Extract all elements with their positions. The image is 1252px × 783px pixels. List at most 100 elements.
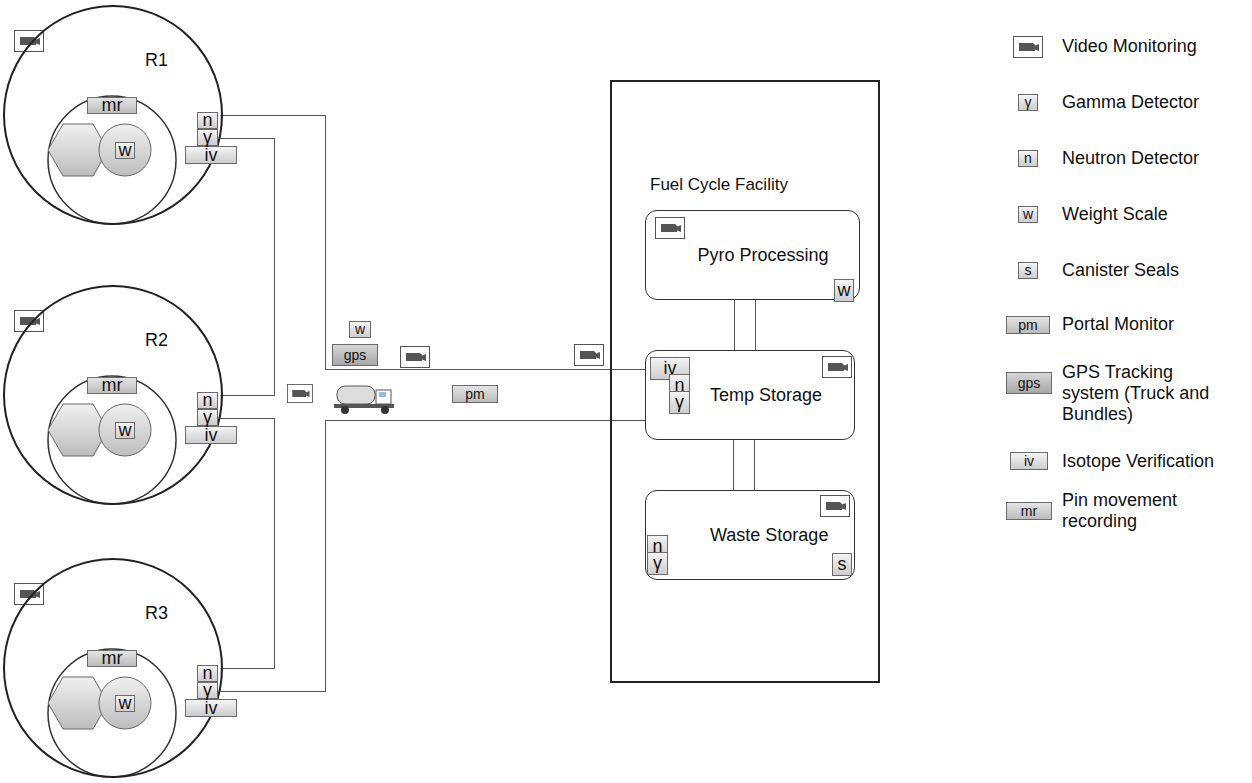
instrument-code: n bbox=[202, 113, 212, 128]
instrument-box: n bbox=[197, 665, 218, 682]
pipe-connector bbox=[745, 300, 746, 350]
pipe-connector bbox=[220, 395, 645, 692]
legend-text: Neutron Detector bbox=[1062, 148, 1232, 169]
reactor-circle: R2 mr w nγ iv bbox=[3, 285, 223, 505]
legend-sample: gps bbox=[1006, 372, 1052, 394]
pipe-interiors bbox=[220, 116, 745, 691]
pipe-walls bbox=[220, 115, 745, 692]
instrument-box: w bbox=[115, 422, 135, 439]
legend-text: Canister Seals bbox=[1062, 260, 1232, 281]
area-label: Temp Storage bbox=[710, 385, 790, 406]
instrument-box: w bbox=[115, 142, 135, 159]
area-label: Fuel Cycle Facility bbox=[650, 175, 788, 195]
circle-outline bbox=[3, 5, 223, 225]
instrument-box: γ bbox=[197, 409, 218, 426]
pipe-wall bbox=[734, 300, 756, 350]
instrument-box: iv bbox=[185, 699, 237, 717]
instrument-box: w bbox=[834, 279, 854, 302]
instrument-code: n bbox=[202, 393, 212, 408]
legend-text: Weight Scale bbox=[1062, 204, 1232, 225]
legend-sample: γ bbox=[1018, 94, 1038, 111]
instrument-code: w bbox=[119, 423, 132, 438]
instrument-code: w bbox=[119, 143, 132, 158]
circle-outline bbox=[3, 558, 223, 778]
instrument-code: w bbox=[119, 696, 132, 711]
instrument-box: pm bbox=[452, 385, 498, 403]
legend-text: Isotope Verification bbox=[1062, 451, 1232, 472]
facility-box: Fuel Cycle FacilityPyro Processing wTemp … bbox=[610, 80, 880, 683]
legend-text: Video Monitoring bbox=[1062, 36, 1232, 57]
legend-sample: w bbox=[1018, 206, 1038, 223]
pipe-wall bbox=[300, 395, 645, 692]
legend-sample: s bbox=[1018, 262, 1038, 279]
instrument-code: γ bbox=[653, 553, 662, 574]
reactor-label: R2 bbox=[145, 330, 168, 351]
pipe-wall bbox=[733, 440, 755, 490]
legend-text: Pin movement recording bbox=[1062, 490, 1232, 532]
instrument-code: n bbox=[202, 666, 212, 681]
instrument-code: γ bbox=[1025, 95, 1032, 110]
instrument-box: γ bbox=[647, 552, 668, 575]
instrument-box: mr bbox=[87, 377, 137, 394]
instrument-code: pm bbox=[1018, 318, 1037, 333]
storage-area-box: Pyro Processing w bbox=[645, 210, 860, 300]
instrument-code: gps bbox=[1018, 376, 1041, 391]
instrument-code: iv bbox=[205, 428, 218, 443]
instrument-box: n bbox=[197, 112, 218, 129]
truck-illustration bbox=[334, 386, 394, 414]
instrument-code: s bbox=[838, 554, 847, 575]
instrument-code: pm bbox=[465, 387, 484, 402]
pipe-connector bbox=[220, 115, 645, 395]
pipe-connector bbox=[744, 440, 745, 490]
legend-sample: iv bbox=[1010, 452, 1048, 470]
pipe-interior bbox=[300, 395, 645, 691]
instrument-code: w bbox=[838, 280, 851, 301]
video-icon bbox=[287, 37, 1042, 517]
legend-sample: pm bbox=[1006, 316, 1050, 334]
instrument-code: gps bbox=[344, 348, 367, 363]
instrument-code: γ bbox=[203, 683, 212, 698]
reactor-circle: R1 mr w nγ iv bbox=[3, 5, 223, 225]
instrument-code: mr bbox=[1021, 504, 1037, 519]
instrument-box: γ bbox=[669, 391, 690, 414]
instrument-box: γ bbox=[197, 129, 218, 146]
pipe-interior bbox=[735, 300, 755, 350]
legend-text: Portal Monitor bbox=[1062, 314, 1232, 335]
reactor-label: R1 bbox=[145, 50, 168, 71]
instrument-code: γ bbox=[203, 130, 212, 145]
circle-outline bbox=[4, 6, 222, 224]
instrument-code: γ bbox=[203, 410, 212, 425]
instrument-code: n bbox=[1024, 151, 1032, 166]
reactor-circle: R3mrwnγiv bbox=[3, 558, 223, 778]
legend-sample: n bbox=[1018, 150, 1038, 167]
instrument-box: w bbox=[115, 695, 135, 712]
circle-outline bbox=[4, 286, 222, 504]
instrument-box: mr bbox=[87, 97, 137, 114]
instrument-box: n bbox=[197, 392, 218, 409]
instrument-box: w bbox=[349, 321, 371, 338]
area-label: Pyro Processing bbox=[698, 245, 808, 266]
pipe-interior bbox=[300, 116, 645, 395]
legend-text: GPS Tracking system (Truck and Bundles) bbox=[1062, 362, 1232, 425]
legend-text: Gamma Detector bbox=[1062, 92, 1232, 113]
pipe-wall bbox=[300, 115, 645, 395]
reactor-label: R3 bbox=[145, 603, 168, 624]
legend-sample: mr bbox=[1006, 502, 1052, 520]
circle-outline bbox=[3, 285, 223, 505]
storage-area-box: Temp Storageivnγ bbox=[645, 350, 855, 440]
instrument-box: gps bbox=[332, 344, 378, 366]
instrument-code: mr bbox=[102, 98, 123, 113]
pipe-interior bbox=[734, 440, 754, 490]
instrument-code: w bbox=[1023, 207, 1033, 222]
circle-outline bbox=[4, 559, 222, 777]
instrument-code: iv bbox=[1024, 454, 1034, 469]
instrument-code: w bbox=[355, 322, 365, 337]
instrument-code: mr bbox=[102, 378, 123, 393]
instrument-code: γ bbox=[675, 392, 684, 413]
instrument-code: iv bbox=[205, 148, 218, 163]
instrument-box: γ bbox=[197, 682, 218, 699]
instrument-box: mr bbox=[87, 650, 137, 667]
instrument-code: s bbox=[1025, 263, 1032, 278]
instrument-box: s bbox=[832, 553, 852, 576]
instrument-code: mr bbox=[102, 651, 123, 666]
